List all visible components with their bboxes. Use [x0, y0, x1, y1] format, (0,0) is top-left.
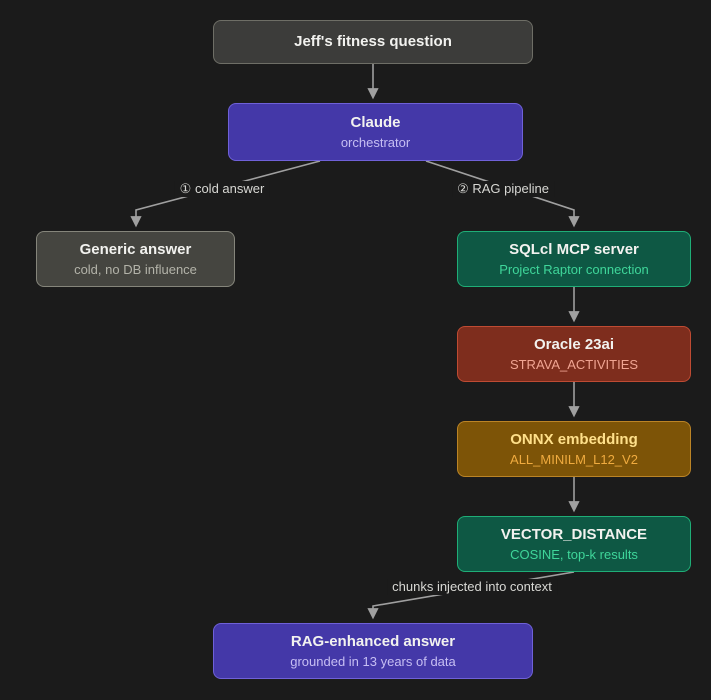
- node-sqlcl-mcp-server: SQLcl MCP server Project Raptor connecti…: [457, 231, 691, 287]
- node-title: Claude: [350, 113, 401, 131]
- node-title: ONNX embedding: [510, 430, 638, 448]
- node-jeffs-fitness-question: Jeff's fitness question: [213, 20, 533, 64]
- edge-label-rag-pipeline: ② RAG pipeline: [452, 181, 554, 197]
- node-oracle-23ai: Oracle 23ai STRAVA_ACTIVITIES: [457, 326, 691, 382]
- edge-label-chunks-injected: chunks injected into context: [387, 579, 557, 595]
- node-onnx-embedding: ONNX embedding ALL_MINILM_L12_V2: [457, 421, 691, 477]
- node-subtitle: COSINE, top-k results: [510, 546, 638, 562]
- node-subtitle: STRAVA_ACTIVITIES: [509, 356, 639, 372]
- node-subtitle: cold, no DB influence: [74, 261, 197, 277]
- node-rag-enhanced-answer: RAG-enhanced answer grounded in 13 years…: [213, 623, 533, 679]
- node-title: VECTOR_DISTANCE: [500, 525, 648, 543]
- node-subtitle: grounded in 13 years of data: [290, 653, 456, 669]
- node-title: SQLcl MCP server: [509, 240, 639, 258]
- edge-claude-sqlcl: [425, 160, 580, 228]
- node-vector-distance: VECTOR_DISTANCE COSINE, top-k results: [457, 516, 691, 572]
- node-title: RAG-enhanced answer: [290, 632, 456, 650]
- node-subtitle: Project Raptor connection: [499, 261, 649, 277]
- node-title: Jeff's fitness question: [294, 33, 452, 51]
- node-generic-answer: Generic answer cold, no DB influence: [36, 231, 235, 287]
- node-title: Oracle 23ai: [533, 335, 615, 353]
- node-title: Generic answer: [79, 240, 192, 258]
- edge-claude-generic: [130, 160, 321, 228]
- edge-label-cold-answer: ① cold answer: [174, 181, 270, 197]
- node-claude-orchestrator: Claude orchestrator: [228, 103, 523, 161]
- node-subtitle: orchestrator: [340, 134, 411, 150]
- node-subtitle: ALL_MINILM_L12_V2: [510, 451, 638, 467]
